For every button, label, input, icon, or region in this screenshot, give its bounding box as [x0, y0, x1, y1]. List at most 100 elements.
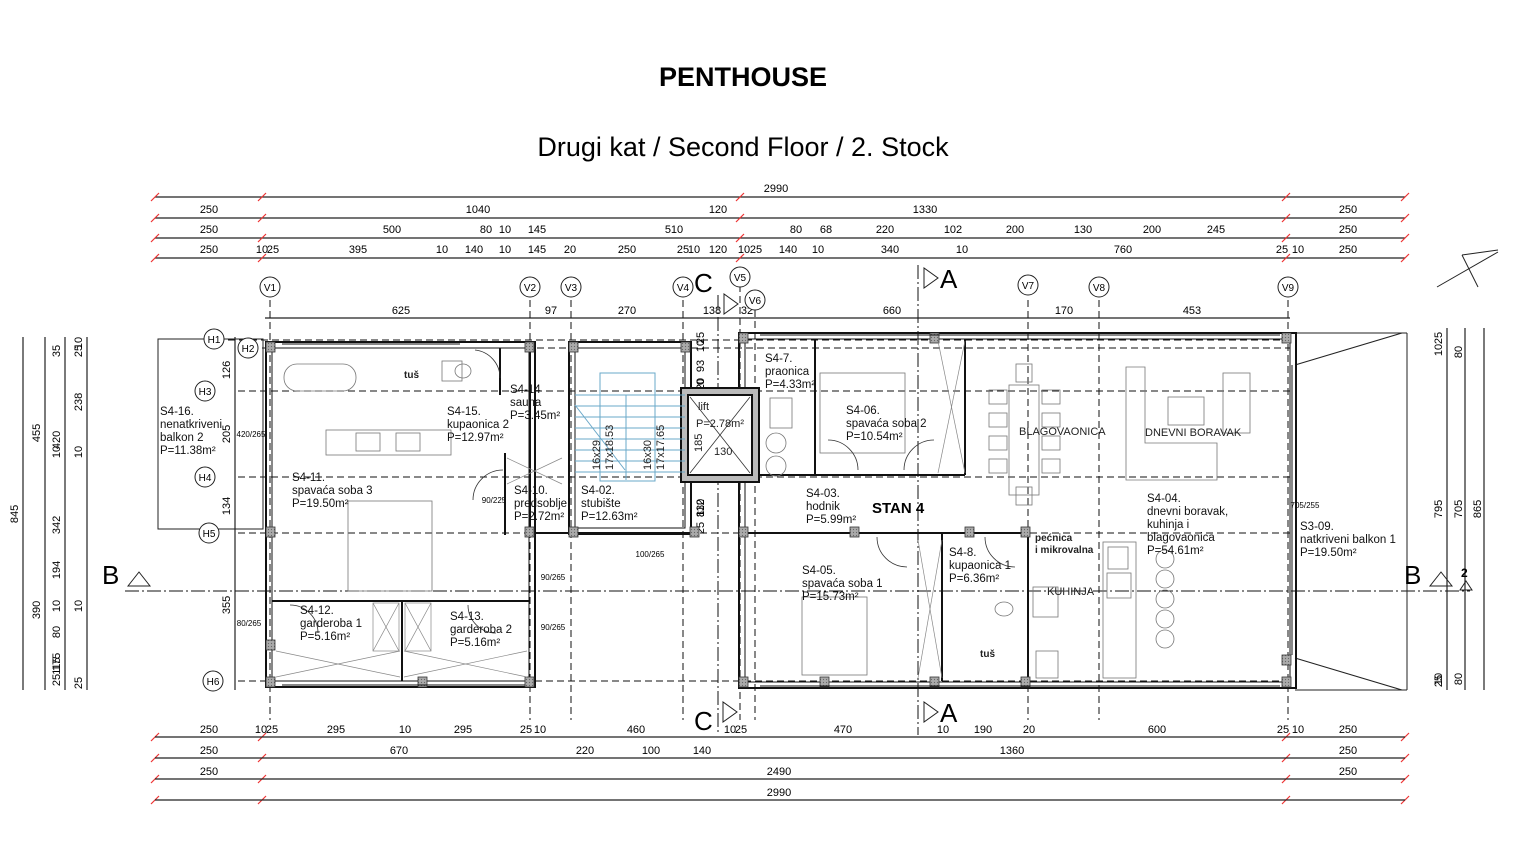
room-id: S4-02.: [581, 485, 615, 497]
column: [1020, 526, 1031, 538]
dim-tick: [735, 233, 745, 243]
oven-label-2: i mikrovalna: [1035, 545, 1094, 556]
dim-tick: [735, 192, 745, 202]
room-s3-09: S3-09.natkriveni balkon 1P=19.50m²: [1300, 521, 1396, 559]
page-title: PENTHOUSE: [658, 62, 828, 92]
column: [524, 526, 535, 538]
bathtub: [283, 363, 357, 392]
grid-bubble-circle: [194, 380, 216, 402]
dimension-label: 705: [1453, 500, 1465, 518]
structural-columns: [265, 332, 1292, 688]
windows: [282, 334, 1293, 687]
dimension-label: 500: [383, 224, 401, 236]
column: [524, 676, 535, 688]
dimension-label: 25: [73, 345, 85, 357]
dimension-label: 10: [1292, 244, 1304, 256]
dimension-label: 80: [1453, 346, 1465, 358]
stair-flight-2-tread: 16x30: [642, 440, 654, 470]
room-id: S4-14: [510, 384, 541, 396]
column: [929, 332, 940, 344]
column: [680, 341, 691, 353]
dim-tick: [1400, 253, 1410, 263]
kitchen-label: KUHINJA: [1047, 586, 1095, 598]
dimension-label: 250: [1339, 766, 1357, 778]
room-name: blagovaonica: [1147, 532, 1215, 544]
dim-tick: [1281, 253, 1291, 263]
dimension-label: 10: [51, 600, 63, 612]
grid-bubble-circle: [519, 276, 541, 298]
column: [689, 526, 700, 538]
dimension-label: 200: [1006, 224, 1024, 236]
section-marker-A-top: A: [923, 264, 958, 294]
dimension-label: 2990: [767, 787, 791, 799]
dimension-label: 10: [695, 340, 707, 352]
dimension-label: 194: [51, 561, 63, 579]
grid-bubble-circle: [1277, 276, 1299, 298]
column: [849, 526, 860, 538]
column: [929, 676, 940, 688]
shower-label-1: tuš: [980, 649, 995, 660]
dimension-label: 2990: [764, 183, 788, 195]
dim-tick: [1281, 213, 1291, 223]
room-name: natkriveni balkon 1: [1300, 534, 1396, 546]
dimension-label: 25: [695, 332, 707, 344]
opening-dimension: 90/265: [541, 623, 566, 632]
dimension-label: 355: [221, 596, 233, 614]
room-id: S4-7.: [765, 353, 793, 365]
room-id: S4-10.: [514, 485, 548, 497]
room-name: spavaća soba 2: [846, 418, 927, 430]
opening-dimension: 90/265: [541, 573, 566, 582]
dimension-label: 270: [618, 305, 636, 317]
column: [265, 341, 276, 353]
grid-bubble-circle: [194, 466, 216, 488]
section-marker-B-left: B: [102, 560, 152, 590]
dimension-label: 670: [390, 745, 408, 757]
dim-tick: [1281, 192, 1291, 202]
dimension-label: 10: [738, 244, 750, 256]
right-dimension-lines: [1446, 328, 1485, 690]
dimension-label: 10: [399, 724, 411, 736]
room-id: S4-13.: [450, 611, 484, 623]
dimension-label: 25: [677, 244, 689, 256]
grid-lines: [228, 285, 1290, 720]
room-name: spavaća soba 3: [292, 485, 373, 497]
room-name: stubište: [581, 498, 621, 510]
dimension-label: 250: [1339, 204, 1357, 216]
stair-flight-1-tread: 16x29: [591, 440, 603, 470]
dimension-label: 1330: [913, 204, 937, 216]
section-marker-B-right: B 2: [1404, 560, 1473, 591]
dimension-label: 10: [499, 244, 511, 256]
furniture: [283, 360, 1251, 679]
dimension-label: 395: [349, 244, 367, 256]
dimension-label: 220: [576, 745, 594, 757]
dimension-label: 80: [790, 224, 802, 236]
dim-tick: [257, 213, 267, 223]
bottom-dimension-lines: [155, 736, 1405, 801]
dimension-label: 250: [1339, 224, 1357, 236]
column: [417, 676, 428, 688]
bed-3: [347, 500, 433, 592]
column: [738, 526, 749, 538]
dim-tick: [257, 253, 267, 263]
column: [738, 676, 749, 688]
dimension-label: 93: [695, 360, 707, 372]
dim-tick: [257, 233, 267, 243]
room-name: balkon 2: [160, 432, 203, 444]
grid-bubble-circle: [198, 522, 220, 544]
dimension-label: 25: [1276, 244, 1288, 256]
grid-axis-v1: V1: [264, 283, 277, 294]
room-area: P=10.54m²: [846, 431, 903, 443]
dimension-label: 145: [528, 244, 546, 256]
staircase: [574, 372, 685, 482]
room-s4-06: S4-06.spavaća soba 2P=10.54m²: [846, 405, 927, 443]
grid-axis-v5: V5: [734, 273, 747, 284]
column: [819, 676, 830, 688]
toilet-1: [994, 601, 1014, 617]
